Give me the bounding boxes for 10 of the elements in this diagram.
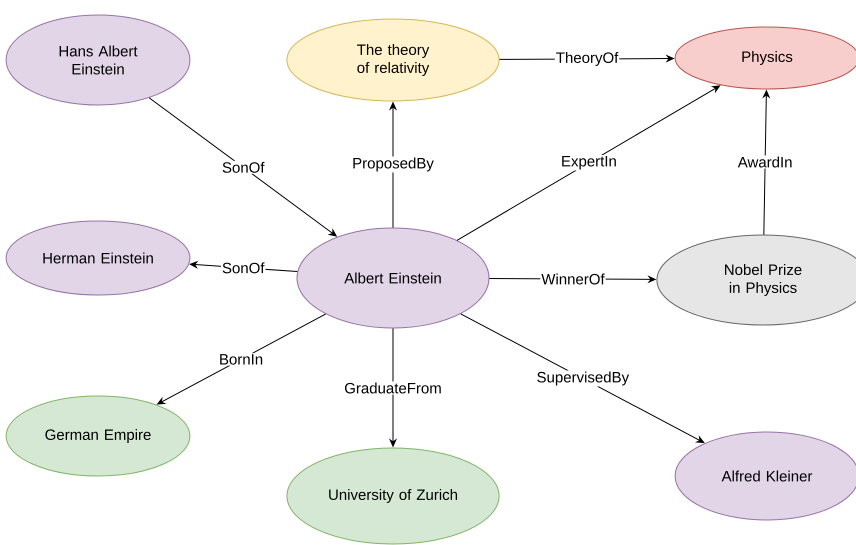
edge-label: ProposedBy	[353, 158, 434, 172]
edge-label: AwardIn	[738, 156, 792, 168]
edge-label: WinnerOf	[541, 273, 605, 284]
edge-label: GraduateFrom	[345, 382, 441, 394]
edge-label: TheoryOf	[556, 52, 618, 66]
edge-label: SonOf	[222, 262, 265, 274]
edge-label: SupervisedBy	[537, 372, 630, 386]
edge-label: BornIn	[220, 354, 262, 365]
edge-label: SonOf	[222, 162, 265, 173]
edge-label: ExpertIn	[562, 156, 616, 170]
